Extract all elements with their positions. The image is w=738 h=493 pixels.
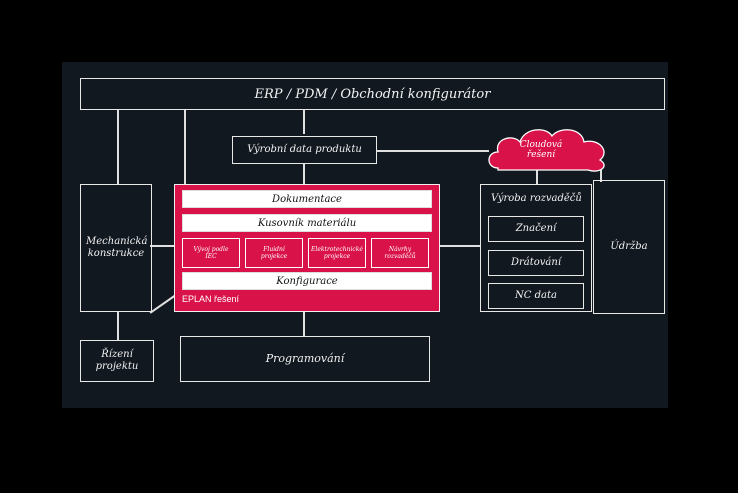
nc-data-box: NC data <box>488 283 584 309</box>
programming-label: Programování <box>265 352 345 365</box>
erp-box: ERP / PDM / Obchodní konfigurátor <box>80 78 665 110</box>
marking-label: Značení <box>515 223 557 234</box>
wiring-label: Drátování <box>510 257 562 268</box>
cabinet-production-box: Výroba rozvaděčů <box>480 184 592 312</box>
module-fluid: Fluidní projekce <box>245 238 303 268</box>
module-iec: Vývoj podle IEC <box>182 238 240 268</box>
maintenance-label: Údržba <box>610 241 648 252</box>
marking-box: Značení <box>488 216 584 242</box>
project-management-box: Řízení projektu <box>80 340 154 382</box>
bom-bar: Kusovník materiálu <box>182 214 432 232</box>
connector <box>117 110 119 184</box>
configuration-bar: Konfigurace <box>182 272 432 290</box>
connector <box>117 312 119 340</box>
connector <box>377 150 489 152</box>
cabinet-production-label: Výroba rozvaděčů <box>491 193 582 204</box>
mechanical-box: Mechanická konstrukce <box>80 184 152 312</box>
connector <box>303 312 305 336</box>
connector <box>150 245 174 247</box>
production-data-box: Výrobní data produktu <box>232 136 377 164</box>
mechanical-label: Mechanická konstrukce <box>86 236 148 259</box>
nc-data-label: NC data <box>515 290 557 301</box>
connector <box>440 245 480 247</box>
cloud-icon <box>488 129 605 172</box>
module-label: Návrhy rozvaděčů <box>384 246 416 260</box>
connector <box>184 110 186 184</box>
wiring-box: Drátování <box>488 250 584 276</box>
connector <box>600 168 602 182</box>
programming-box: Programování <box>180 336 430 382</box>
module-electro: Elektrotechnické projekce <box>308 238 366 268</box>
connector <box>303 164 305 184</box>
bom-label: Kusovník materiálu <box>257 217 357 229</box>
maintenance-box: Údržba <box>593 180 665 314</box>
module-label: Vývoj podle IEC <box>193 246 229 260</box>
project-management-label: Řízení projektu <box>95 349 139 372</box>
connector <box>303 110 305 134</box>
erp-label: ERP / PDM / Obchodní konfigurátor <box>254 86 491 102</box>
connector <box>536 170 538 184</box>
cloud-label: Cloudová řešení <box>519 140 563 160</box>
module-label: Elektrotechnické projekce <box>311 246 363 260</box>
eplan-label: EPLAN řešení <box>182 294 240 304</box>
configuration-label: Konfigurace <box>276 275 338 287</box>
documentation-bar: Dokumentace <box>182 190 432 208</box>
module-label: Fluidní projekce <box>260 246 288 260</box>
documentation-label: Dokumentace <box>272 193 342 205</box>
production-data-label: Výrobní data produktu <box>247 144 362 155</box>
module-cabinet: Návrhy rozvaděčů <box>371 238 429 268</box>
